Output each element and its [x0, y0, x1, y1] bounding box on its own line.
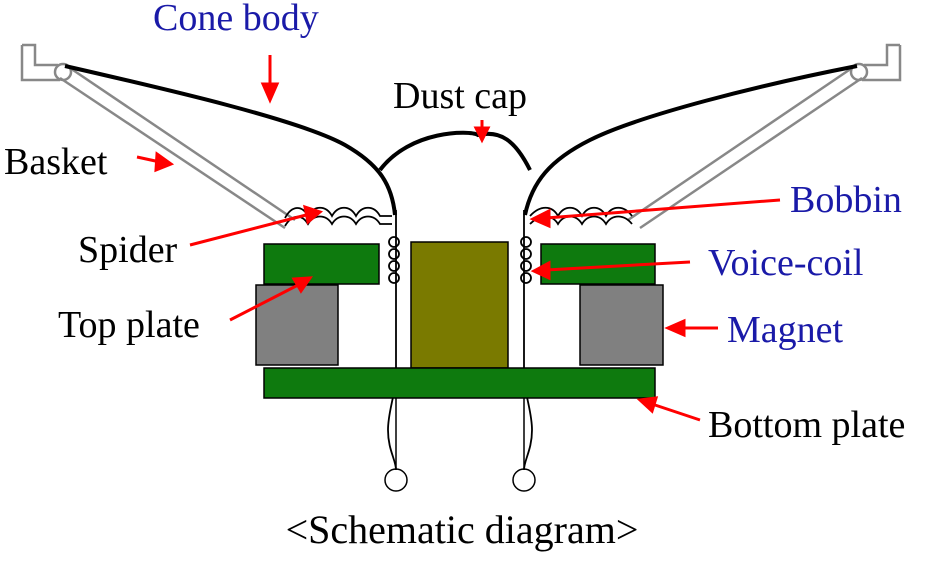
basket-left	[20, 43, 296, 230]
cone-body-left	[64, 64, 397, 216]
label-spider: Spider	[78, 229, 178, 271]
label-top-plate: Top plate	[58, 304, 200, 346]
dust-cap-shape	[378, 130, 532, 172]
diagram-caption: <Schematic diagram>	[286, 507, 639, 552]
cone-body-right	[523, 64, 858, 216]
pointer-arrows	[136, 55, 781, 422]
bottom-plate-shape	[263, 367, 656, 399]
label-dust-cap: Dust cap	[393, 75, 527, 117]
label-basket: Basket	[4, 141, 108, 183]
basket-right	[627, 43, 902, 230]
pole-piece	[410, 241, 509, 369]
label-magnet: Magnet	[727, 309, 844, 351]
magnet-right	[579, 284, 664, 366]
label-bottom-plate: Bottom plate	[708, 404, 905, 446]
lead-wires	[384, 398, 536, 492]
label-cone-body: Cone body	[153, 0, 319, 39]
voice-coil-shape	[388, 236, 532, 284]
top-plate-left	[263, 243, 380, 285]
label-bobbin: Bobbin	[790, 179, 902, 221]
label-voice-coil: Voice-coil	[708, 242, 863, 284]
magnet-left	[255, 284, 339, 366]
